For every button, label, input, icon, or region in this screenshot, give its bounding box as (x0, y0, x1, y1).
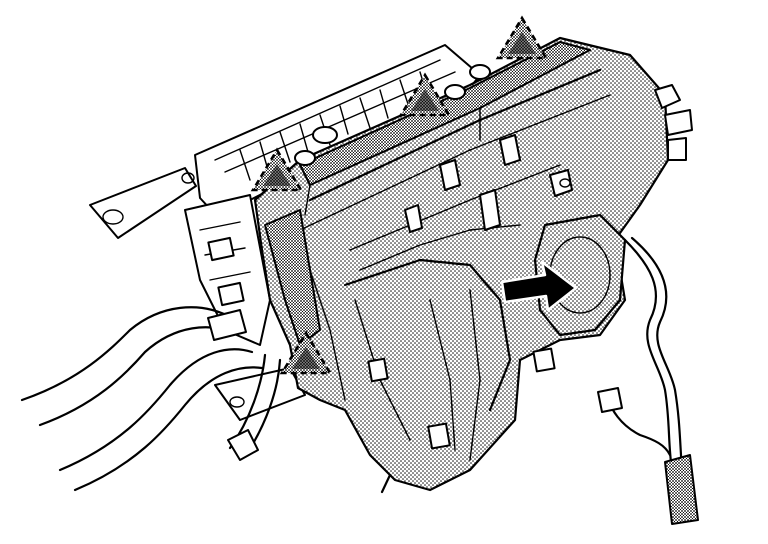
dashed-triangle-icon (398, 72, 452, 117)
bolt-marker-1 (495, 15, 549, 60)
dashed-triangle-icon (250, 147, 304, 192)
bolt-marker-3 (250, 147, 304, 192)
dashed-triangle-icon (279, 330, 333, 375)
wiring-harness (597, 236, 699, 525)
removal-arrow-icon (500, 260, 578, 312)
bolt-marker-4 (279, 330, 333, 375)
dashed-triangle-icon (495, 15, 549, 60)
drain-hoses (20, 306, 282, 492)
bolt-marker-2 (398, 72, 452, 117)
